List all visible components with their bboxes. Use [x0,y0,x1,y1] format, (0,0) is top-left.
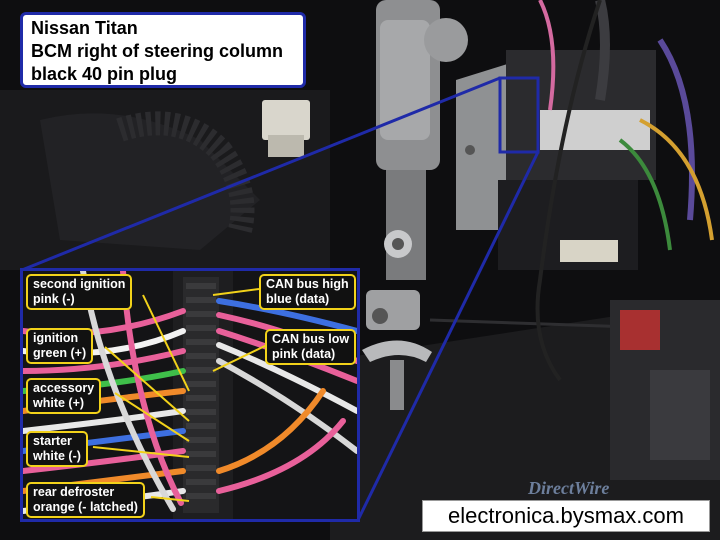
callout-can-bus-low-color: pink (data) [272,347,336,361]
connector-closeup-inset: second ignition pink (-) ignition green … [20,268,360,522]
callout-second-ignition-color: pink (-) [33,292,75,306]
title-box: Nissan Titan BCM right of steering colum… [20,12,306,88]
callout-starter: starter white (-) [26,431,88,467]
callout-can-bus-low-name: CAN bus low [272,332,350,346]
callout-second-ignition: second ignition pink (-) [26,274,133,310]
callout-starter-name: starter [33,434,72,448]
callout-can-bus-high-name: CAN bus high [266,277,349,291]
callout-accessory-name: accessory [33,381,95,395]
callout-can-bus-high: CAN bus high blue (data) [259,274,356,310]
connector-closeup-photo [23,271,357,519]
callout-can-bus-high-color: blue (data) [266,292,330,306]
callout-starter-color: white (-) [33,449,81,463]
callout-accessory-color: white (+) [33,396,85,410]
callout-rear-defroster-color: orange (- latched) [33,500,138,514]
callout-second-ignition-name: second ignition [33,277,126,291]
callout-ignition-color: green (+) [33,346,87,360]
callout-rear-defroster: rear defroster orange (- latched) [26,482,145,518]
callout-accessory: accessory white (+) [26,378,102,414]
callout-ignition: ignition green (+) [26,328,94,364]
callout-rear-defroster-name: rear defroster [33,485,115,499]
callout-can-bus-low: CAN bus low pink (data) [265,329,357,365]
brand-watermark-logo: DirectWire [528,478,610,498]
callout-ignition-name: ignition [33,331,79,345]
site-watermark: electronica.bysmax.com [422,500,710,532]
title-line-location: BCM right of steering column [31,41,283,61]
title-line-plug: black 40 pin plug [31,64,178,84]
title-line-vehicle: Nissan Titan [31,18,138,38]
